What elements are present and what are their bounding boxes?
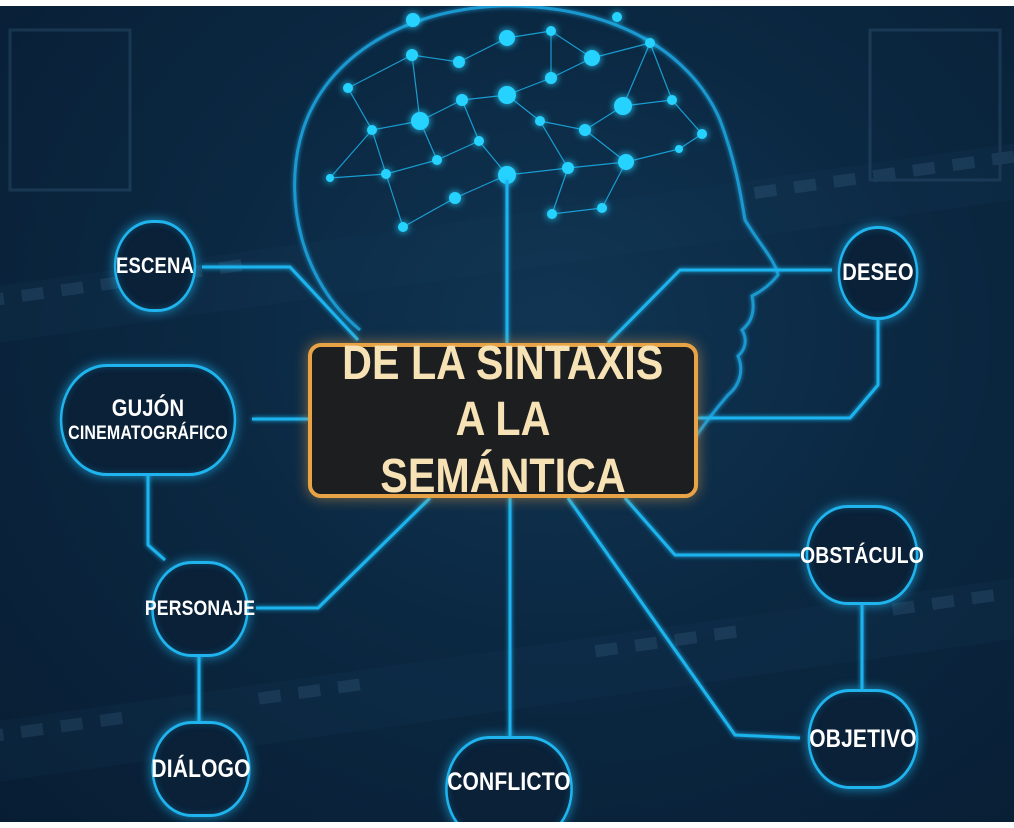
brain-network-icon	[326, 12, 707, 232]
node-obstaculo-label: OBSTÁCULO	[800, 541, 924, 568]
node-dialogo-label: DIÁLOGO	[151, 754, 251, 783]
node-guion-label-line1: GUJÓN	[111, 394, 185, 422]
node-deseo-label: DESEO	[842, 259, 914, 287]
top-border	[0, 0, 1014, 6]
central-title-line1: DE LA SINTAXIS	[342, 336, 664, 390]
node-obstaculo: OBSTÁCULO	[800, 505, 924, 605]
brain-network-icon	[329, 30, 703, 228]
node-guion-label-line2: CINEMATOGRÁFICO	[68, 423, 228, 445]
node-personaje: PERSONAJE	[145, 561, 255, 657]
node-objetivo: OBJETIVO	[807, 689, 919, 789]
central-title-line2: A LA SEMÁNTICA	[380, 393, 626, 503]
node-escena-label: ESCENA	[115, 253, 195, 279]
node-personaje-label: PERSONAJE	[144, 596, 256, 620]
connector-lines	[146, 180, 880, 740]
central-title-box: DE LA SINTAXIS A LA SEMÁNTICA	[308, 337, 698, 503]
node-deseo: DESEO	[837, 226, 919, 320]
node-conflicto: CONFLICTO	[445, 736, 573, 828]
head-silhouette-icon	[293, 4, 780, 446]
node-conflicto-label: CONFLICTO	[447, 767, 571, 796]
bottom-border	[0, 822, 1014, 828]
node-objetivo-label: OBJETIVO	[809, 724, 917, 753]
node-escena: ESCENA	[113, 220, 197, 312]
node-dialogo: DIÁLOGO	[151, 721, 251, 817]
node-guion-cinematografico: GUJÓN CINEMATOGRÁFICO	[59, 364, 237, 476]
